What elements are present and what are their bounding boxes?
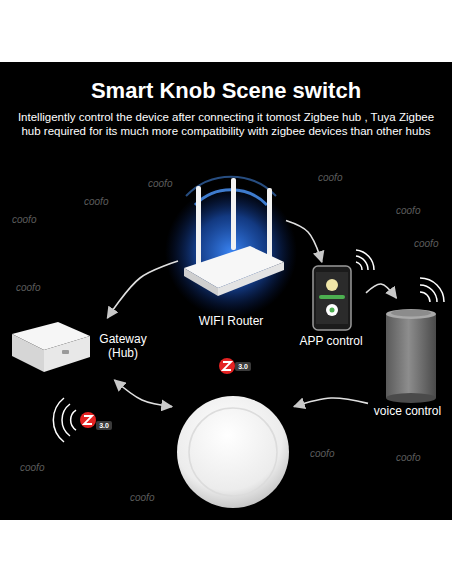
watermark: coofo [130, 492, 154, 503]
node-label: WIFI Router [178, 314, 284, 328]
zigbee-logo [223, 362, 231, 370]
connector-arrow [294, 398, 368, 407]
phone-picture [330, 308, 335, 313]
node-label: APP control [298, 334, 364, 348]
connector-arrow [366, 284, 396, 298]
speaker-picture [391, 310, 431, 317]
speaker-picture [386, 393, 436, 403]
voice-label: voice control [368, 298, 449, 422]
title: Smart Knob Scene switch [0, 78, 452, 104]
zigbee-logo [80, 358, 235, 428]
watermark: coofo [396, 205, 420, 216]
zigbee-logo [84, 416, 92, 424]
node-label: Gateway (Hub) [98, 332, 148, 360]
knob-picture [189, 408, 277, 496]
watermark: coofo [20, 462, 44, 473]
version-badge: 3.0 [96, 421, 112, 430]
router-glow [165, 177, 297, 318]
knob-device: 3.0 [172, 352, 294, 508]
watermark: coofo [396, 452, 420, 463]
knob-picture [177, 396, 289, 508]
router-picture [184, 178, 284, 296]
hub-picture [62, 350, 69, 354]
gateway-label: Gateway (Hub) [8, 318, 150, 380]
router-picture [184, 268, 218, 296]
node-label: voice control [368, 404, 447, 418]
watermark: coofo [148, 178, 172, 189]
knob-picture [177, 396, 289, 508]
hub-picture [12, 322, 90, 372]
watermark: coofo [12, 214, 36, 225]
router-label: WIFI Router [178, 172, 286, 334]
hub-picture [44, 336, 90, 372]
version-badge: 3.0 [235, 362, 251, 371]
watermark: coofo [84, 196, 108, 207]
router-picture [196, 186, 201, 268]
signal-waves [53, 398, 76, 442]
subtitle: Intelligently control the device after c… [14, 110, 438, 138]
watermark: coofo [414, 238, 438, 249]
hub-picture [12, 334, 44, 372]
signal-waves [53, 398, 76, 442]
phone-picture [313, 250, 374, 330]
phone-picture [356, 250, 374, 270]
connector-arrow [286, 221, 322, 262]
connector-arrow [115, 380, 173, 407]
phone-picture [313, 266, 351, 330]
phone-picture [316, 272, 348, 324]
zigbee-logo [80, 412, 96, 428]
zigbee-logo [219, 358, 235, 374]
phone-picture [319, 295, 345, 299]
app-label: APP control [298, 262, 366, 350]
watermark: coofo [310, 448, 334, 459]
watermark: coofo [318, 172, 342, 183]
watermark: coofo [16, 282, 40, 293]
phone-picture [326, 279, 338, 291]
speaker-picture [420, 278, 444, 302]
phone-picture [326, 304, 338, 316]
router-picture [267, 188, 272, 266]
router-picture [218, 262, 284, 296]
speaker-picture [386, 314, 436, 398]
connector-arrow [107, 261, 178, 318]
speaker-picture [386, 309, 436, 319]
router-picture [231, 178, 236, 250]
